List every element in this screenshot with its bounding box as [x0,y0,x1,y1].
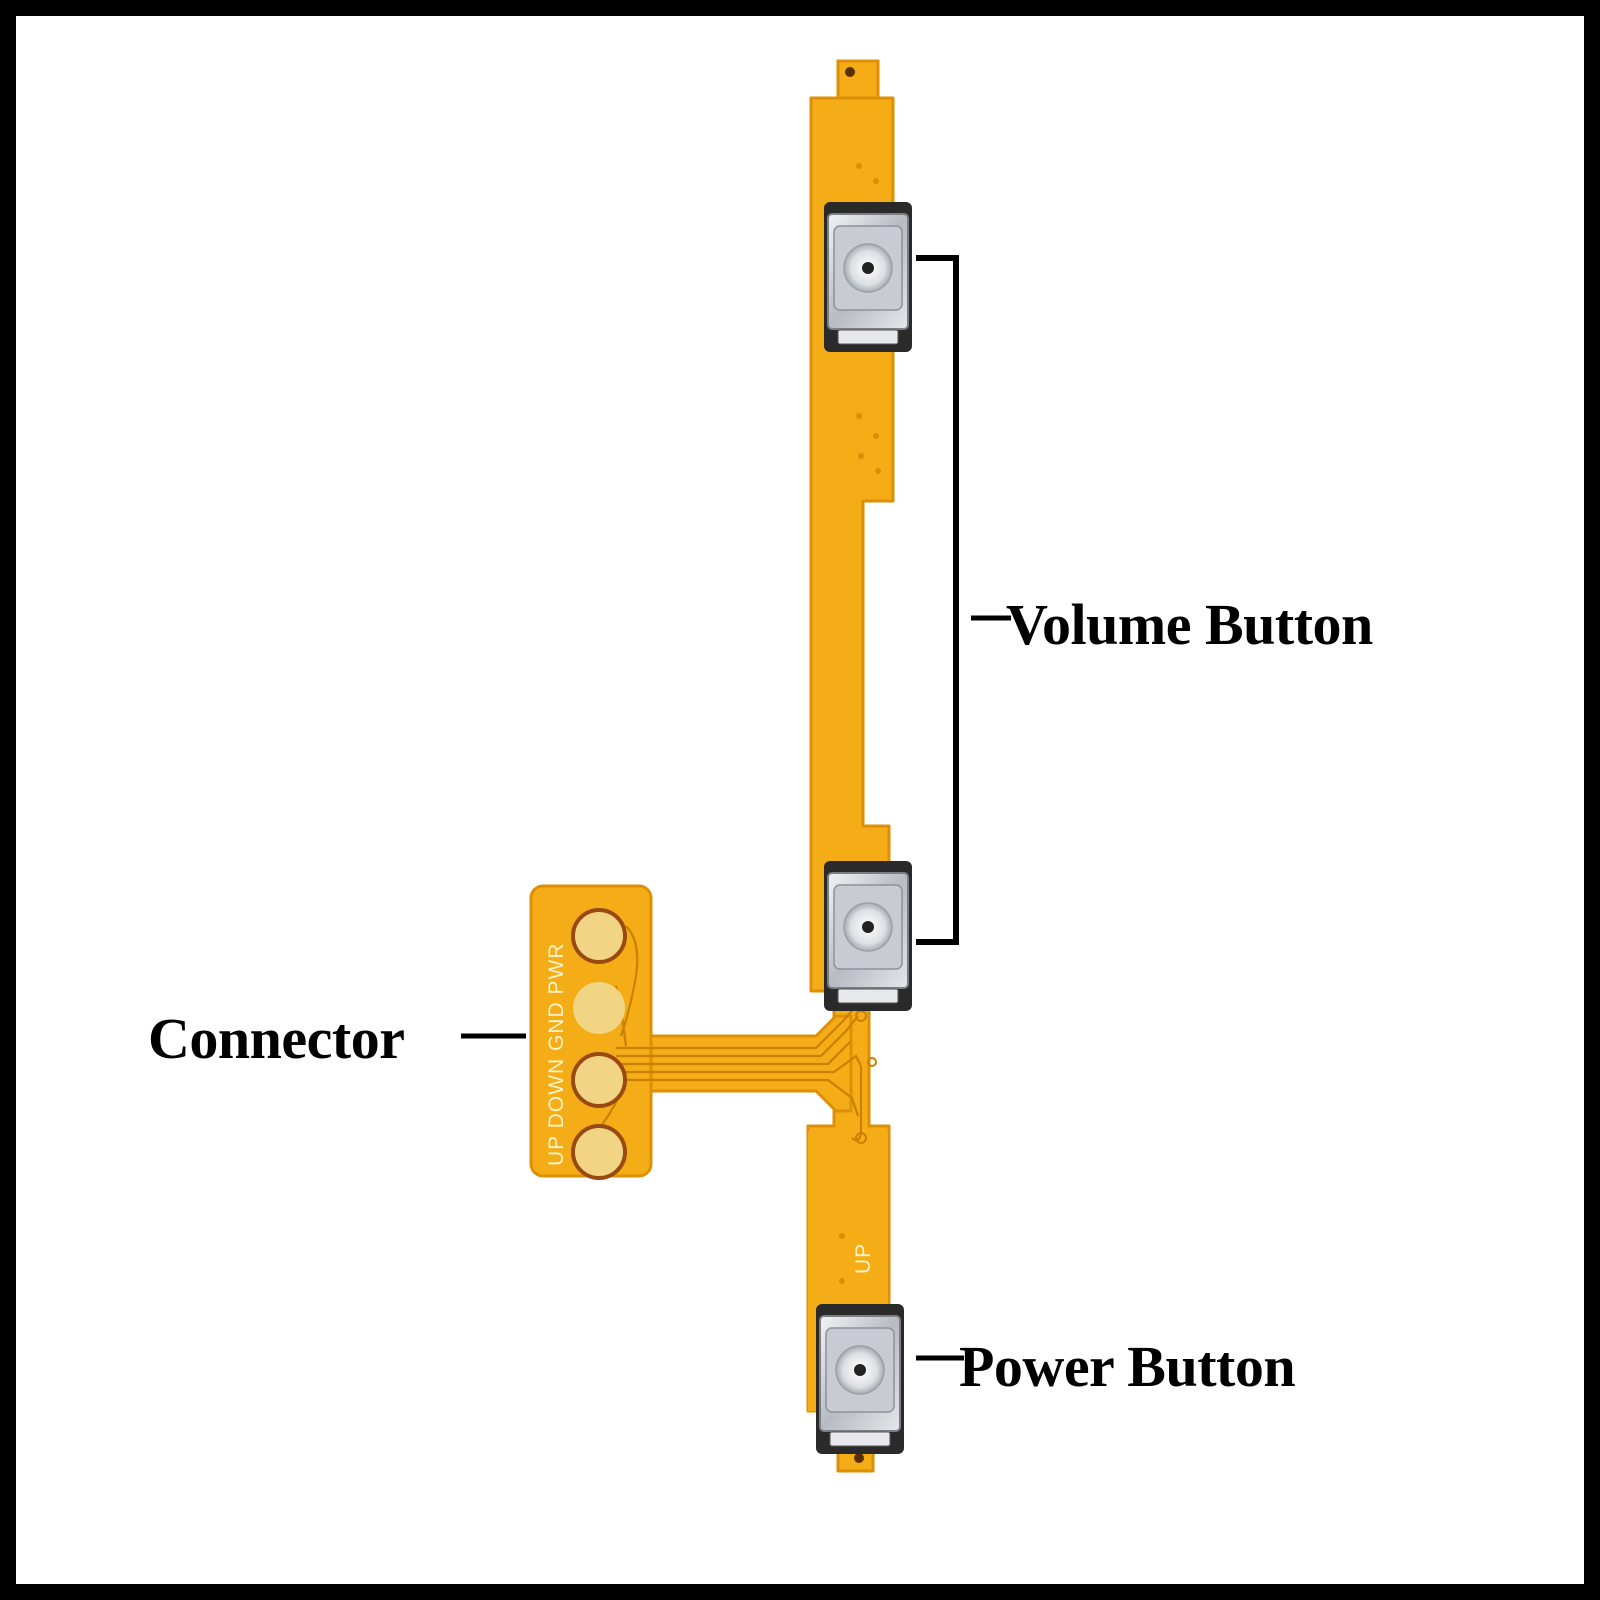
pad-up [571,1124,627,1180]
pad-gnd [573,982,625,1034]
power-switch [816,1304,904,1454]
figure-frame: UP DOWN GND PWR UP [16,16,1584,1584]
power-side-marking: UP [852,1243,875,1274]
volume-button-label: Volume Button [1006,592,1373,657]
volume-down-switch [824,861,912,1011]
connector-pin-marking: UP DOWN GND PWR [545,943,568,1166]
connector-pads [571,908,627,1180]
volume-bracket [916,255,959,945]
connector-label: Connector [148,1006,405,1071]
callout-lines [461,255,1011,1361]
volume-up-switch [824,202,912,352]
vias [839,163,881,1284]
flex-cable-diagram: UP DOWN GND PWR UP [461,59,1011,1473]
top-mounting-tab [836,59,880,103]
bottom-mounting-hole [854,1453,864,1463]
pad-down [571,1052,627,1108]
pad-pwr [571,908,627,964]
power-button-label: Power Button [959,1334,1296,1399]
top-mounting-hole [845,67,855,77]
